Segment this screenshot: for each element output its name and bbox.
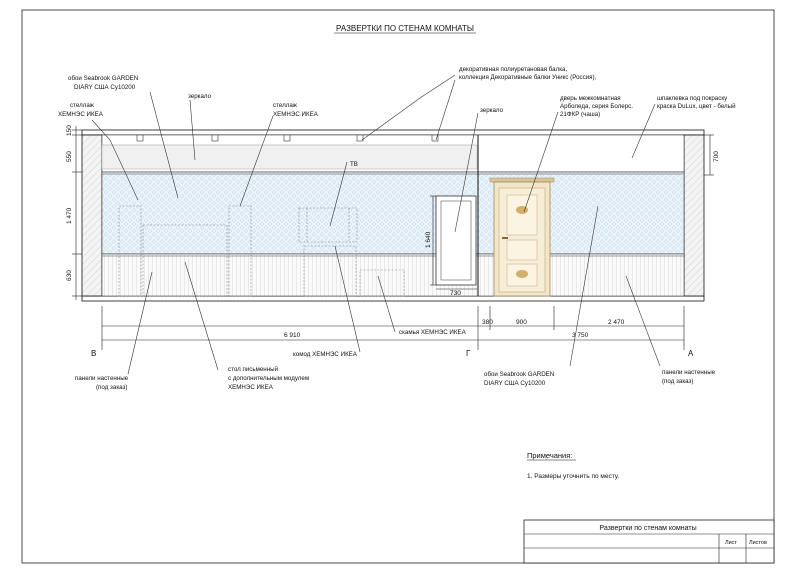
tv [298, 207, 358, 243]
label-panels-right-2: (под заказ) [662, 378, 693, 385]
axis-right: А [688, 349, 694, 358]
dim-730: 730 [450, 290, 461, 297]
label-tv: ТВ [350, 161, 358, 168]
label-door-3: 21ФКР (чаша) [560, 111, 600, 118]
dim-1470: 1 470 [66, 207, 73, 224]
label-shelf-mid-1: стеллаж [273, 102, 298, 109]
stamp-title: Развертки по стенам комнаты [599, 525, 696, 532]
axis-mid: Г [466, 349, 471, 358]
dim-1640: 1 640 [425, 231, 432, 248]
bench [359, 269, 405, 297]
notes-heading: Примечания: [527, 451, 572, 460]
dimension-left: 150 550 1 470 630 [66, 125, 82, 300]
desk [142, 224, 228, 297]
label-shelf-left-2: ХЕМНЭС ИКЕА [58, 111, 104, 118]
dresser [303, 245, 357, 297]
label-mirror-right: зеркало [480, 107, 504, 114]
label-panels-left-1: панели настенные [75, 375, 129, 382]
label-panels-left-2: (под заказ) [96, 384, 127, 391]
label-door-2: Арболеда, серия Болерс. [560, 103, 633, 110]
label-wallpaper-top-2: DIARY США Су10200 [74, 84, 136, 91]
label-shelf-left-1: стеллаж [70, 102, 95, 109]
stamp-sheet: Лист [725, 540, 737, 546]
dim-900: 900 [516, 319, 527, 326]
dimension-mirror: 1 640 730 [425, 195, 477, 297]
beam-bracket [283, 134, 291, 142]
sheet-border [21, 9, 775, 564]
label-door-1: дверь межкомнатная [560, 95, 621, 102]
dimension-bottom: 380 900 2 470 6 910 3 750 [101, 306, 685, 350]
dim-2470: 2 470 [608, 319, 625, 326]
wallpaper-zone [101, 171, 685, 255]
label-shelf-mid-2: ХЕМНЭС ИКЕА [273, 111, 319, 118]
label-bench: скамья ХЕМНЭС ИКЕА [399, 329, 467, 336]
title-block: Развертки по стенам комнаты Лист Листов [523, 519, 775, 564]
label-desk-1: стол письменный [228, 366, 279, 373]
wall-elevation [81, 129, 705, 302]
dim-630: 630 [66, 270, 73, 281]
wall-panels [101, 253, 685, 297]
dim-380: 380 [482, 319, 493, 326]
label-desk-2: с дополнительным модулем [228, 375, 309, 382]
label-dresser: комод ХЕМНЭС ИКЕА [293, 351, 358, 358]
notes-item-1: 1. Размеры уточнить по месту. [527, 473, 619, 480]
label-putty-2: краска DuLux, цвет - белый [657, 103, 736, 110]
dim-700: 700 [713, 151, 720, 162]
dim-3750: 3 750 [572, 332, 589, 339]
stamp-sheets: Листов [749, 540, 767, 546]
dim-150: 150 [66, 125, 73, 136]
page-title: РАЗВЕРТКИ ПО СТЕНАМ КОМНАТЫ [336, 24, 474, 33]
dim-550: 550 [66, 151, 73, 162]
beam-bracket [211, 134, 219, 142]
label-mirror-top: зеркало [188, 93, 212, 100]
dimension-right: 700 [704, 134, 720, 176]
label-desk-3: ХЕМНЭС ИКЕА [228, 384, 274, 391]
label-putty-1: шпаклевка под покраску [657, 95, 728, 102]
beam-bracket [356, 134, 364, 142]
beam-bracket [136, 134, 144, 142]
label-beam-2: коллекция Декоративные балки Уникс (Росс… [459, 74, 597, 81]
label-beam-1: декоративная полиуретановая балка, [459, 66, 567, 73]
leader-lines [91, 74, 661, 375]
mirror-band [101, 144, 478, 170]
label-wallpaper-top-1: обои Seabrook GARDEN [68, 75, 138, 82]
dim-6910: 6 910 [284, 332, 301, 339]
axis-left: В [91, 349, 96, 358]
door [489, 177, 555, 297]
label-panels-right-1: панели настенные [662, 369, 716, 376]
shelf-left [118, 205, 142, 297]
label-wallpaper-bottom-2: DIARY США Су10200 [484, 380, 546, 387]
beam-bracket [431, 134, 439, 142]
label-wallpaper-bottom-1: обои Seabrook GARDEN [484, 371, 554, 378]
annotations: обои Seabrook GARDEN DIARY США Су10200 с… [58, 66, 736, 391]
